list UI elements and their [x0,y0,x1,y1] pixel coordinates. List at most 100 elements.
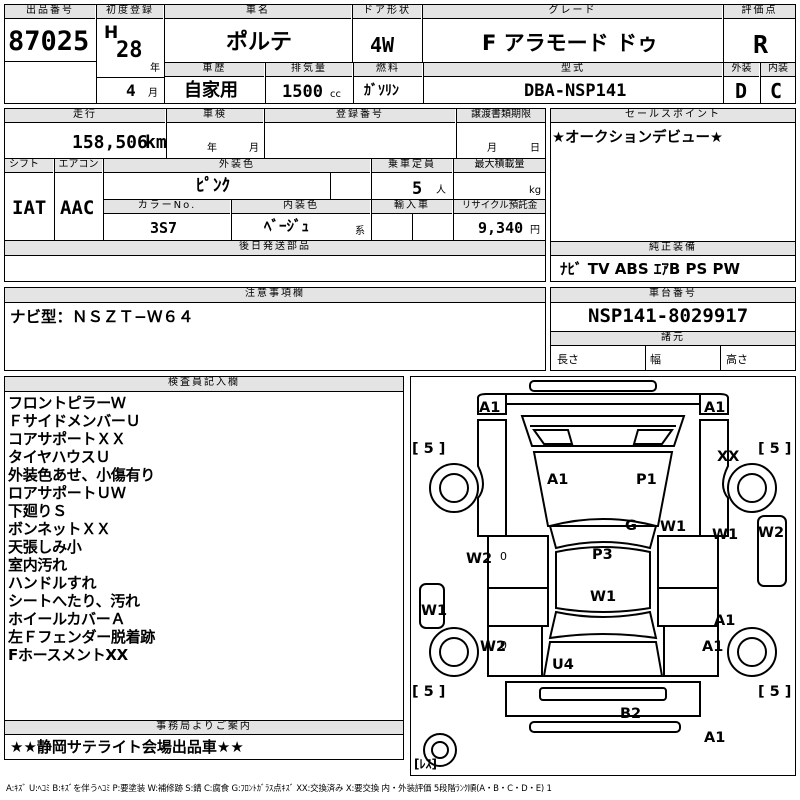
score: R [753,30,769,59]
inspector-note: ホイールカバーＡ [8,610,126,628]
later-parts-label: 後日発送部品 [5,241,545,256]
car-name: ポルテ [226,30,293,55]
model-label: 型式 [424,63,722,77]
model-code: DBA-NSP141 [524,81,627,101]
damage-mark: A1 [479,400,501,416]
inspector-label: 検査員記入欄 [5,377,403,392]
tread-rear-right: [ 5 ] [758,684,792,700]
inspection-label: 車検 [167,109,263,123]
fuel: ｶﾞｿﾘﾝ [364,83,399,99]
capacity-label: 乗車定員 [372,159,452,173]
exterior-grade: D [735,79,748,103]
registration-year: 28 [116,38,143,63]
office-notice-label: 事務局よりご案内 [5,721,403,735]
tread-front-left: [ 5 ] [412,441,446,457]
damage-mark: A1 [547,472,569,488]
inspector-note: ハンドルすれ [8,574,97,592]
shift-label: シフト [5,159,53,173]
tread-front-right: [ 5 ] [758,441,792,457]
transfer-deadline-label: 譲渡書類期限 [457,109,545,123]
car-name-label: 車名 [165,5,351,19]
score-label: 評価点 [724,5,795,19]
sales-point-label: セールスポイント [551,109,795,123]
max-load-unit: kg [529,185,542,196]
import-label: 輸入車 [372,200,452,214]
car-diagram [419,380,787,767]
damage-mark: A1 [704,400,726,416]
exterior-label: 外装 [724,63,759,77]
inspector-note: ロアサポートＵＷ [8,484,126,502]
inspector-note: 天張しみ小 [8,538,82,556]
tread-rear-left: [ 5 ] [412,684,446,700]
year-unit: 年 [150,63,160,74]
air-conditioner: AAC [60,197,95,219]
damage-mark: P3 [592,547,613,563]
ac-label: エアコン [55,159,102,173]
sales-point-panel [550,108,796,282]
registration-month: 4 [126,81,136,100]
damage-mark: 0 [500,639,507,652]
registration-number-label: 登録番号 [265,109,455,123]
color-number-label: カラーNo. [104,200,230,214]
mileage: 158,506 [72,132,148,153]
recycle-fee: 9,340 [478,219,524,237]
inspector-notes-list: フロントピラーＷ ＦサイドメンバーＵ コアサポートＸＸ タイヤハウスＵ 外装色あ… [8,394,155,664]
month-unit: 月 [148,88,158,99]
damage-mark: G [625,518,637,534]
dimensions-label: 諸元 [551,332,795,346]
first-registration-label: 初度登録 [97,5,163,19]
inspector-note: 外装色あせ、小傷有り [8,466,156,484]
body-color: ﾋﾟﾝｸ [196,176,230,196]
inspection-month-unit: 月 [249,143,259,154]
equipment-label: 純正装備 [551,242,795,256]
length-label: 長さ [557,353,579,366]
mileage-label: 走行 [5,109,165,123]
damage-mark: A1 [714,613,736,629]
interior-color-label: 内装色 [232,200,370,214]
damage-mark: P1 [636,472,657,488]
capacity: 5 [412,179,423,199]
displacement-label: 排気量 [266,63,352,77]
inspector-note: フロントピラーＷ [8,394,126,412]
capacity-unit: 人 [436,185,446,196]
damage-mark: W2 [758,525,785,541]
notes-text: ナビ型：ＮＳＺＴ−Ｗ６４ [10,308,194,326]
inspection-year-unit: 年 [207,143,217,154]
era: H [104,23,119,43]
transfer-month-unit: 月 [487,143,497,154]
chassis-label: 車台番号 [551,288,795,303]
inspector-note: タイヤハウスＵ [8,448,111,466]
door-label: ドア形状 [353,5,421,19]
legend: A:ｷｽﾞ U:ﾍｺﾐ B:ｷｽﾞを伴うﾍｺﾐ P:要塗装 W:補修跡 S:錆 … [6,784,552,794]
chassis-number: NSP141-8029917 [588,305,749,327]
height-label: 高さ [726,353,748,366]
inspector-panel [4,376,404,760]
displacement-unit: cc [330,89,341,100]
interior-grade: C [770,79,783,103]
inspector-note: ＦサイドメンバーＵ [8,412,141,430]
history-label: 車歴 [165,63,264,77]
sales-point: ★オークションデビュー★ [552,130,723,146]
displacement: 1500 [282,82,323,102]
damage-mark: 0 [500,550,507,563]
damage-mark: U4 [552,657,574,673]
notes-label: 注意事項欄 [5,288,545,303]
office-notice: ★★静岡サテライト会場出品車★★ [10,738,244,756]
mileage-unit: km [145,132,167,153]
door-type: 4W [370,33,395,57]
color-number: 3S7 [150,219,178,237]
equipment: ﾅﾋﾞ TV ABS ｴｱB PS PW [560,260,741,278]
inspector-note: ボンネットＸＸ [8,520,111,538]
history: 自家用 [184,80,238,101]
inspector-note: FホースメントXX [8,646,128,664]
fuel-label: 燃料 [354,63,422,77]
notes-panel [4,287,546,371]
damage-mark: XX [717,449,740,465]
inspector-note: シートへたり、汚れ [8,592,140,610]
transfer-day-unit: 日 [530,143,540,154]
detail-panel [4,108,546,282]
inspector-note: 左Ｆフェンダー脱着跡 [8,628,156,646]
color-label: 外装色 [104,159,370,173]
inspector-note: 室内汚れ [8,556,67,574]
damage-mark: B2 [620,706,642,722]
